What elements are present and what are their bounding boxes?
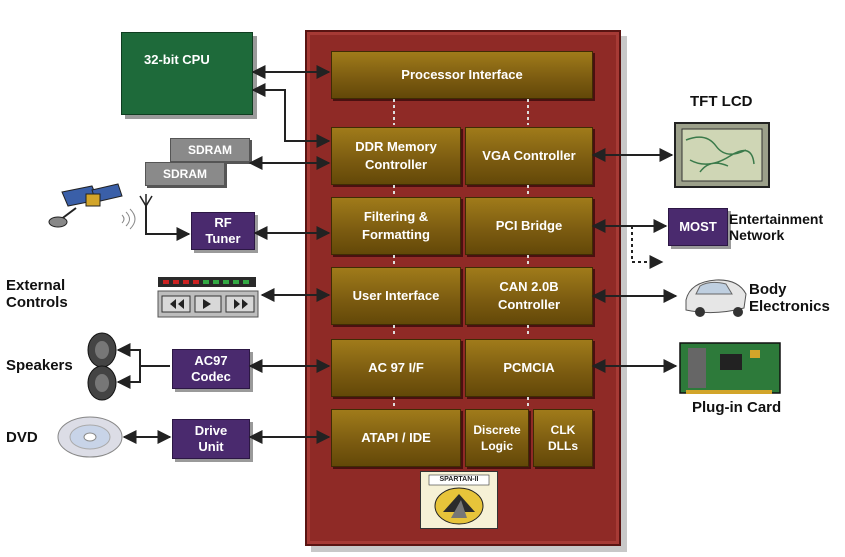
filtering-formatting-block: Filtering & Formatting <box>331 197 461 255</box>
rf-line1: RF <box>214 215 232 231</box>
radio-waves-icon <box>121 208 136 230</box>
cpu-label: 32-bit CPU <box>144 52 210 67</box>
entertainment-network-label: Entertainment Network <box>729 211 823 243</box>
pcmcia-block: PCMCIA <box>465 339 593 397</box>
ac97-if-label: AC 97 I/F <box>368 360 424 376</box>
filtering-line2: Formatting <box>362 227 430 242</box>
dvd-label: DVD <box>6 429 38 446</box>
most-box: MOST <box>668 208 728 246</box>
processor-interface-block: Processor Interface <box>331 51 593 99</box>
discrete-line2: Logic <box>481 439 513 453</box>
atapi-ide-block: ATAPI / IDE <box>331 409 461 467</box>
body-line1: Body <box>749 281 787 298</box>
discrete-logic-block: Discrete Logic <box>465 409 529 467</box>
body-electronics-label: Body Electronics <box>749 281 830 316</box>
ddr-line1: DDR Memory <box>355 139 437 155</box>
dvd-disc-icon <box>57 416 123 458</box>
clk-line1: CLK <box>550 422 576 437</box>
ddr-line2: Controller <box>364 157 428 172</box>
body-line2: Electronics <box>749 298 830 316</box>
external-controls-icon <box>157 277 259 318</box>
discrete-line1: Discrete <box>473 422 521 437</box>
speaker-icon <box>87 332 117 368</box>
atapi-label: ATAPI / IDE <box>361 430 431 446</box>
tft-lcd-icon <box>674 122 770 188</box>
can-controller-block: CAN 2.0B Controller <box>465 267 593 325</box>
user-interface-block: User Interface <box>331 267 461 325</box>
speaker-icon-2 <box>87 365 117 401</box>
sdram-module-front: SDRAM <box>145 162 225 186</box>
clk-dlls-block: CLK DLLs <box>533 409 593 467</box>
ac97-interface-block: AC 97 I/F <box>331 339 461 397</box>
drive-line1: Drive <box>194 423 228 439</box>
external-line2: Controls <box>6 294 68 312</box>
drive-line2: Unit <box>198 439 224 454</box>
car-icon <box>685 279 747 317</box>
ddr-memory-controller-block: DDR Memory Controller <box>331 127 461 185</box>
processor-interface-label: Processor Interface <box>401 67 523 83</box>
pcmcia-label: PCMCIA <box>503 360 555 376</box>
most-label: MOST <box>679 219 717 235</box>
antenna-icon <box>139 194 153 207</box>
rf-line2: Tuner <box>205 231 241 246</box>
sdram-module-back: SDRAM <box>170 138 250 162</box>
external-line1: External <box>6 277 66 294</box>
pci-bridge-block: PCI Bridge <box>465 197 593 255</box>
external-controls-label: External Controls <box>6 277 68 312</box>
plug-in-card-label: Plug-in Card <box>692 399 782 416</box>
entertainment-line1: Entertainment <box>729 211 824 227</box>
entertainment-line2: Network <box>729 227 785 244</box>
filtering-line1: Filtering & <box>363 209 429 225</box>
can-line2: Controller <box>497 297 561 312</box>
vga-controller-block: VGA Controller <box>465 127 593 185</box>
sdram-label-front: SDRAM <box>163 167 207 181</box>
cpu-block: 32-bit CPU <box>121 32 253 115</box>
spartan-logo-graphic <box>428 474 490 525</box>
sdram-label-back: SDRAM <box>188 143 232 157</box>
spartan-logo: SPARTAN-II <box>420 471 498 529</box>
tft-lcd-label: TFT LCD <box>690 93 753 110</box>
spartan-logo-text: SPARTAN-II <box>439 476 479 483</box>
pci-label: PCI Bridge <box>495 218 563 234</box>
speakers-label: Speakers <box>6 357 73 374</box>
clk-line2: DLLs <box>548 439 578 453</box>
plug-in-card-icon <box>679 342 781 394</box>
satellite-icon <box>48 183 123 228</box>
drive-unit-box: Drive Unit <box>172 419 250 459</box>
can-line1: CAN 2.0B <box>499 279 559 295</box>
rf-tuner-box: RF Tuner <box>191 212 255 250</box>
user-interface-label: User Interface <box>352 288 440 304</box>
ac97-codec-box: AC97 Codec <box>172 349 250 389</box>
ac97-codec-line2: Codec <box>191 369 231 384</box>
ac97-codec-line1: AC97 <box>194 353 228 369</box>
vga-label: VGA Controller <box>482 148 576 164</box>
